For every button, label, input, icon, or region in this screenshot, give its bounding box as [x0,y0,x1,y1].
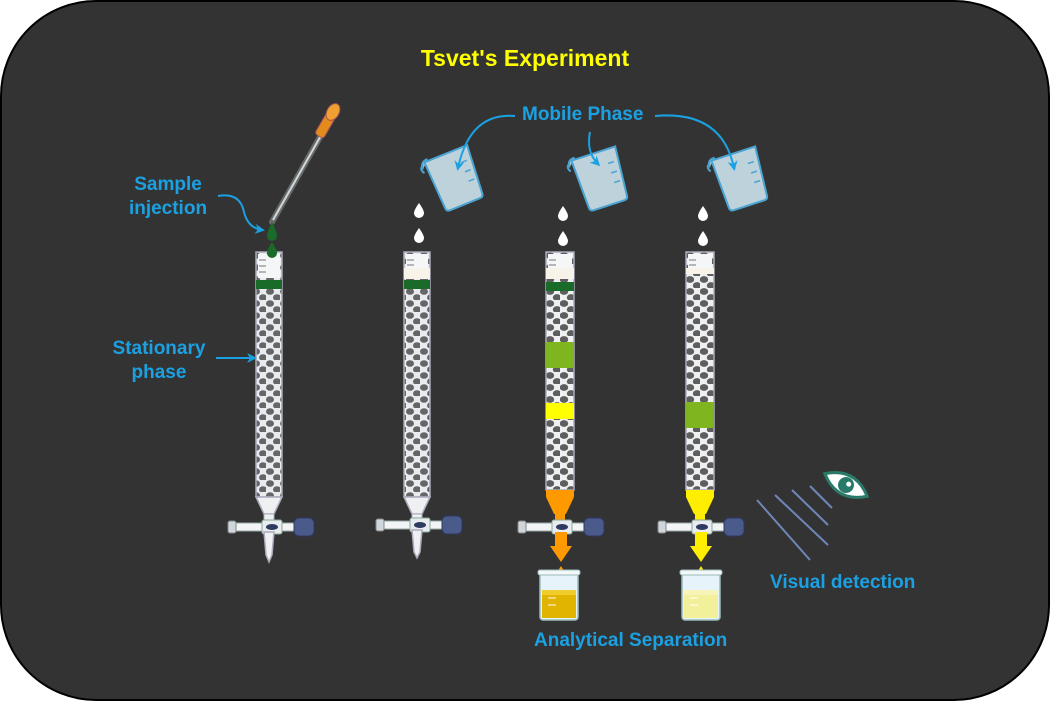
collection-beaker-2 [679,569,723,621]
column-4 [657,143,773,621]
mobile-phase-label: Mobile Phase [522,104,644,125]
yellow-band [546,403,574,419]
sample-injection-line2: injection [128,198,208,219]
green-band [546,342,574,368]
arrow-icon [588,131,601,167]
eye-icon [822,471,870,499]
stationary-phase-line2: phase [131,362,187,383]
sample-injection-line1: Sample [134,174,202,195]
chlorophyll-band [256,280,282,289]
dropper-icon [267,103,341,258]
arrows [216,114,738,363]
column-3 [517,143,633,621]
column-1 [227,251,315,564]
analytical-separation-label: Analytical Separation [534,630,728,651]
stationary-phase-label: Stationary phase [104,337,214,385]
page-title: Tsvet's Experiment [420,45,630,71]
arrow-icon [217,194,265,234]
visual-detection-label: Visual detection [770,572,916,593]
light-rays [756,485,833,561]
sample-injection-label: Sample injection [112,173,224,221]
arrow-icon [454,114,516,171]
stationary-phase-line1: Stationary [112,338,206,359]
collection-beaker-1 [537,569,581,621]
column-2 [375,142,489,560]
arrow-icon [654,114,738,171]
